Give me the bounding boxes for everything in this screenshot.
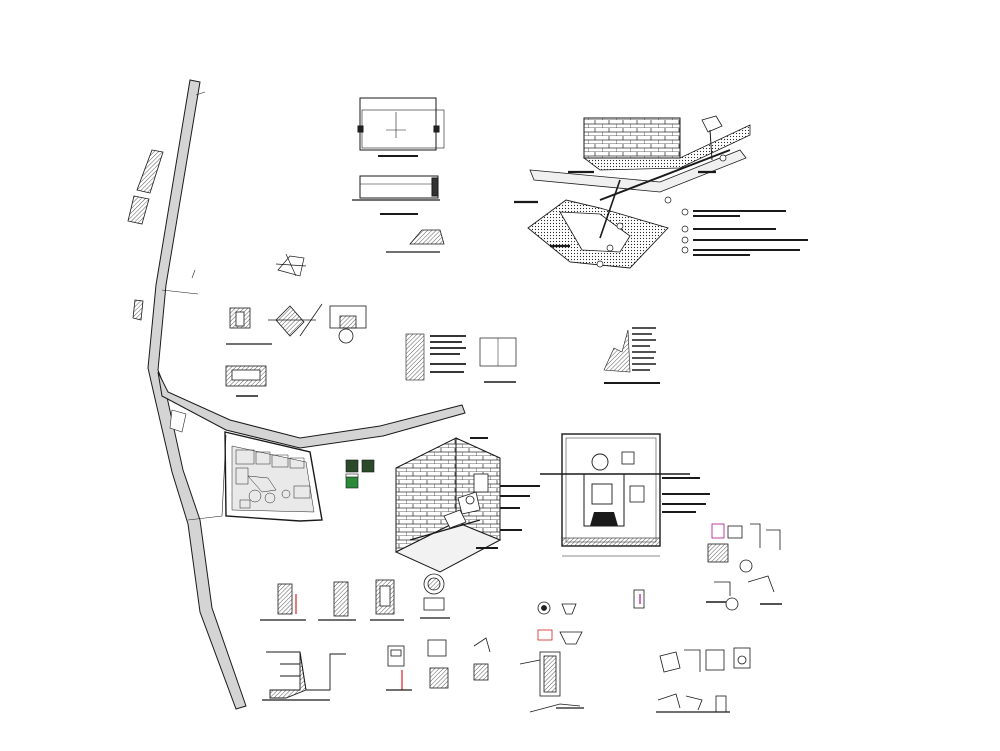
trench-legend bbox=[681, 208, 808, 256]
detail-row-mid bbox=[225, 303, 367, 397]
road-main-strip bbox=[147, 79, 247, 710]
bathroom-isometric bbox=[394, 437, 540, 573]
site-plan bbox=[169, 409, 323, 522]
road-branch-strip bbox=[157, 371, 466, 449]
parcel-blocks bbox=[127, 149, 164, 321]
chamber-section bbox=[540, 433, 710, 557]
small-detail-a bbox=[386, 229, 445, 253]
legend-boxes bbox=[345, 459, 375, 489]
fixture-details-bottom-right bbox=[656, 647, 751, 713]
tank-plan-top bbox=[357, 97, 445, 157]
trench-isometric bbox=[514, 115, 751, 269]
wall-sections-bottom bbox=[260, 573, 450, 621]
valve-chamber-details bbox=[519, 601, 584, 713]
meter-box-details bbox=[386, 637, 491, 691]
tank-section bbox=[352, 175, 440, 215]
retaining-wall-section bbox=[262, 651, 346, 701]
road-plan bbox=[147, 79, 466, 710]
fittings-cluster-right bbox=[706, 523, 782, 611]
notes-tables bbox=[405, 327, 660, 384]
pipe-detail-small bbox=[633, 589, 645, 609]
small-detail-b bbox=[275, 253, 307, 277]
